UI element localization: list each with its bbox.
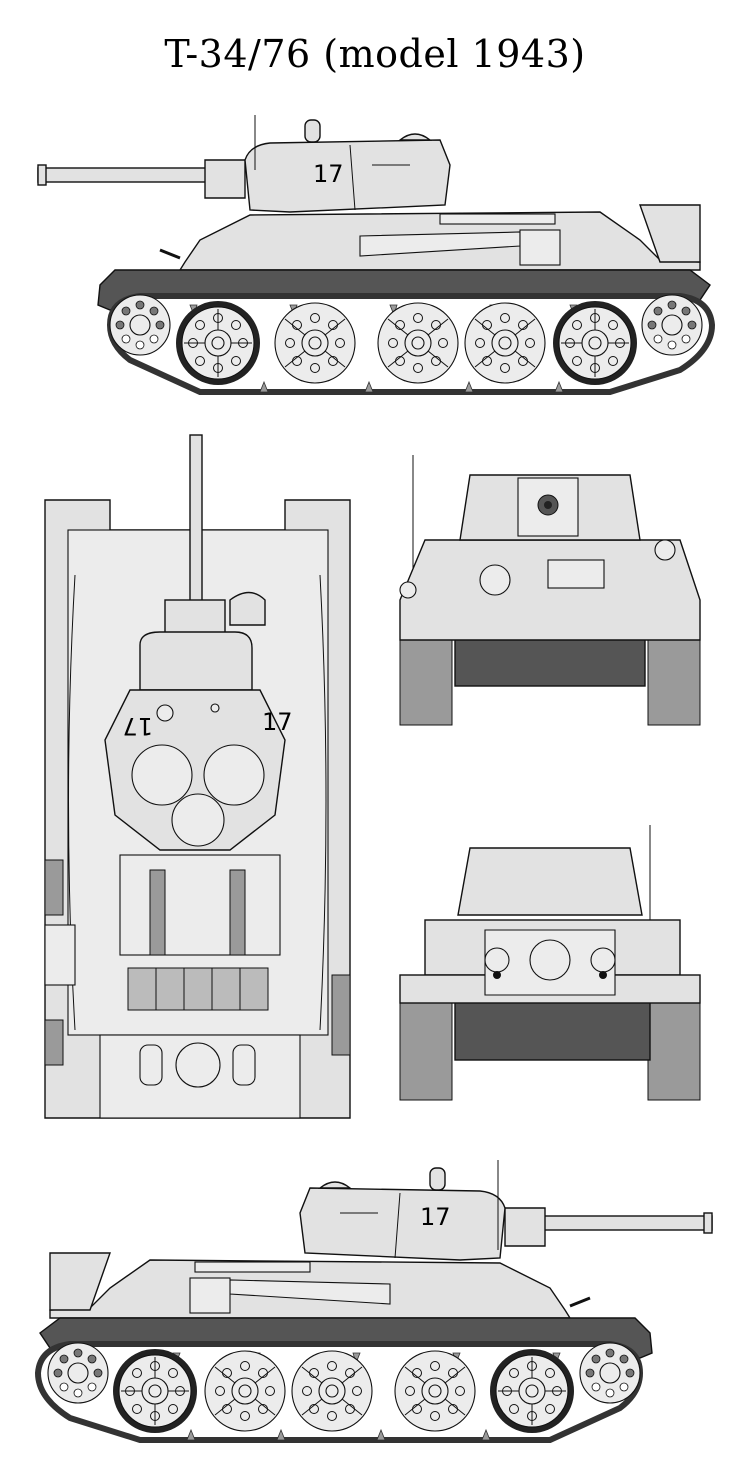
rear-view (399, 825, 701, 1101)
top-view-left-number: 17 (122, 712, 153, 740)
drawing-title: T-34/76 (model 1943) (164, 32, 586, 76)
left-side-turret-number: 17 (313, 160, 344, 188)
right-side-view (38, 1168, 712, 1440)
front-view (399, 455, 701, 726)
right-side-turret-number: 17 (420, 1203, 451, 1231)
top-view-right-number: 17 (262, 708, 293, 736)
top-view (44, 434, 351, 1119)
left-side-view (38, 115, 712, 392)
